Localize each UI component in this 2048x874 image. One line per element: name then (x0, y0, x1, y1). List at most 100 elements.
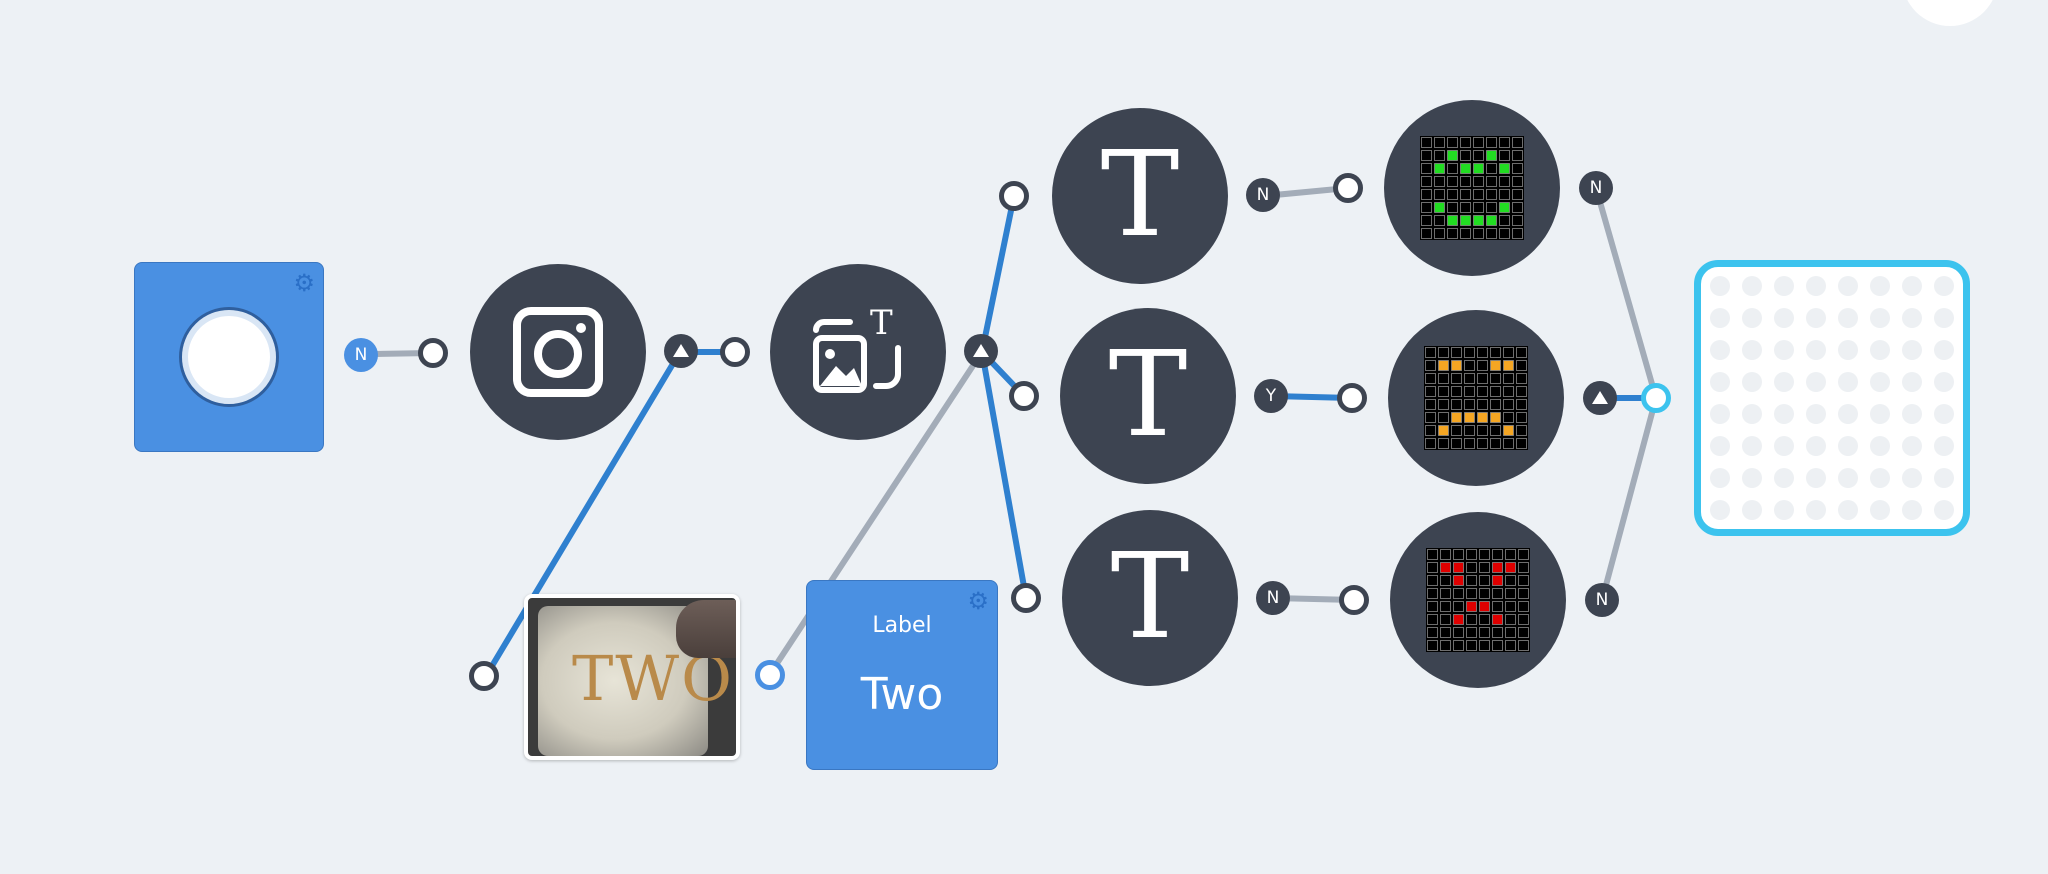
led-pixel-off (1451, 399, 1462, 410)
output-led-dot (1710, 468, 1730, 488)
output-led-dot (1742, 276, 1762, 296)
camera-output-badge[interactable] (664, 334, 698, 368)
matrix-node-happy[interactable] (1384, 100, 1560, 276)
led-pixel-off (1473, 202, 1484, 213)
led-pixel-on (1460, 215, 1471, 226)
led-matrix-output[interactable] (1694, 260, 1970, 536)
matrix-2-output-badge[interactable] (1583, 381, 1617, 415)
led-pixel-off (1425, 425, 1436, 436)
matrix-3-output-badge[interactable]: N (1585, 583, 1619, 617)
led-pixel-off (1477, 438, 1488, 449)
text-node-1-input-port[interactable] (999, 181, 1029, 211)
led-pixel-off (1473, 228, 1484, 239)
output-led-dot (1934, 308, 1954, 328)
led-pixel-off (1438, 373, 1449, 384)
output-led-dot (1902, 340, 1922, 360)
matrix-3-input-port[interactable] (1339, 585, 1369, 615)
led-pixel-off (1479, 588, 1490, 599)
image-to-text-input-port[interactable] (720, 337, 750, 367)
led-pixel-on (1466, 601, 1477, 612)
led-pixel-on (1447, 215, 1458, 226)
led-pixel-off (1516, 412, 1527, 423)
led-pixel-off (1503, 347, 1514, 358)
matrix-1-input-port[interactable] (1333, 173, 1363, 203)
led-pixel-off (1518, 627, 1529, 638)
led-pixel-off (1477, 360, 1488, 371)
image-to-text-output-badge[interactable] (964, 334, 998, 368)
led-pixel-off (1516, 438, 1527, 449)
label-input-port[interactable] (755, 660, 785, 690)
led-pixel-on (1453, 614, 1464, 625)
text-node-1-output-badge[interactable]: N (1246, 178, 1280, 212)
led-pixel-off (1466, 640, 1477, 651)
output-led-dot (1934, 404, 1954, 424)
text-node-3[interactable]: T (1062, 510, 1238, 686)
led-pixel-off (1425, 438, 1436, 449)
output-led-dot (1710, 500, 1730, 520)
camera-node[interactable] (470, 264, 646, 440)
text-node-3-input-port[interactable] (1011, 583, 1041, 613)
led-pixel-on (1438, 360, 1449, 371)
matrix-1-output-badge[interactable]: N (1579, 171, 1613, 205)
text-node-2-output-badge[interactable]: Y (1254, 379, 1288, 413)
led-pixel-off (1466, 588, 1477, 599)
led-pixel-off (1516, 399, 1527, 410)
output-led-dot (1934, 372, 1954, 392)
led-pixel-off (1451, 386, 1462, 397)
output-led-dot (1806, 276, 1826, 296)
output-input-port[interactable] (1641, 383, 1671, 413)
trigger-output-badge[interactable]: N (344, 338, 378, 372)
led-pixel-off (1486, 163, 1497, 174)
led-pixel-on (1492, 575, 1503, 586)
led-pixel-off (1486, 176, 1497, 187)
output-led-dot (1710, 404, 1730, 424)
output-led-dot (1710, 276, 1730, 296)
led-pixel-off (1479, 640, 1490, 651)
led-pixel-off (1505, 640, 1516, 651)
gear-icon[interactable]: ⚙ (293, 269, 315, 297)
output-led-dot (1870, 276, 1890, 296)
led-pixel-off (1473, 150, 1484, 161)
text-node-2[interactable]: T (1060, 308, 1236, 484)
label-node[interactable]: ⚙ Label Two (806, 580, 998, 770)
text-node-1[interactable]: T (1052, 108, 1228, 284)
wire-matrix1-out (1593, 185, 1659, 401)
led-pixel-off (1434, 176, 1445, 187)
camera-input-port[interactable] (418, 338, 448, 368)
led-pixel-on (1490, 360, 1501, 371)
led-pixel-off (1421, 215, 1432, 226)
text-node-3-output-badge[interactable]: N (1256, 581, 1290, 615)
led-pixel-off (1427, 588, 1438, 599)
led-pixel-off (1451, 425, 1462, 436)
image-to-text-node[interactable]: T (770, 264, 946, 440)
output-led-dot (1870, 340, 1890, 360)
led-pixel-off (1479, 549, 1490, 560)
trigger-button-node[interactable]: ⚙ (134, 262, 324, 452)
camera-feed-input-port[interactable] (469, 661, 499, 691)
led-pixel-off (1490, 399, 1501, 410)
matrix-node-neutral[interactable] (1388, 310, 1564, 486)
led-pixel-off (1466, 614, 1477, 625)
led-pixel-off (1490, 438, 1501, 449)
matrix-2-input-port[interactable] (1337, 383, 1367, 413)
led-pixel-off (1453, 601, 1464, 612)
led-pixel-off (1427, 627, 1438, 638)
output-led-dot (1838, 404, 1858, 424)
camera-snapshot: TWO (524, 594, 740, 760)
led-pixel-off (1518, 640, 1529, 651)
text-node-2-input-port[interactable] (1009, 381, 1039, 411)
led-pixel-off (1451, 347, 1462, 358)
led-pixel-off (1486, 137, 1497, 148)
matrix-node-sad[interactable] (1390, 512, 1566, 688)
gear-icon[interactable]: ⚙ (967, 587, 989, 615)
led-pixel-off (1479, 627, 1490, 638)
text-icon: T (1108, 325, 1188, 463)
output-led-dot (1902, 372, 1922, 392)
led-pixel-off (1503, 386, 1514, 397)
output-led-dot (1902, 276, 1922, 296)
toggle-button[interactable] (179, 307, 279, 407)
led-pixel-off (1512, 228, 1523, 239)
led-pixel-off (1486, 228, 1497, 239)
output-led-dot (1774, 436, 1794, 456)
led-pixel-on (1499, 202, 1510, 213)
